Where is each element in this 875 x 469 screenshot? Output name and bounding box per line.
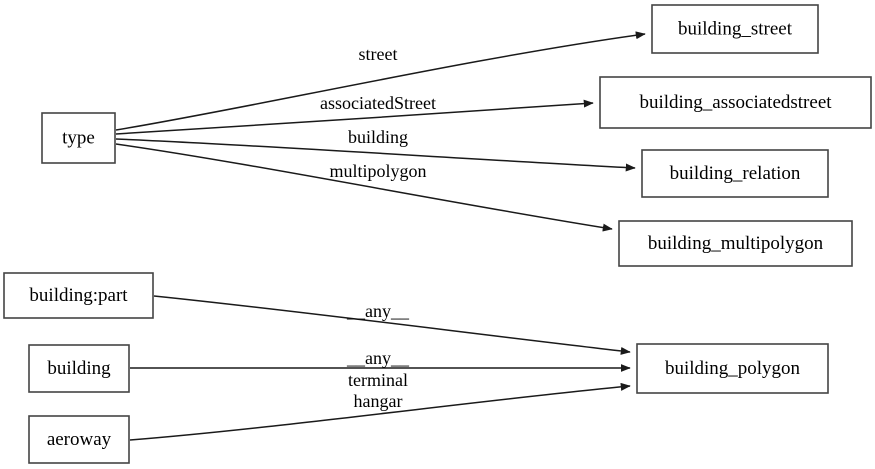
- node-type[interactable]: type: [41, 112, 116, 164]
- node-box-building_part[interactable]: [3, 272, 154, 319]
- edge-type-multipolygon: [115, 143, 613, 232]
- edge-buildingpart-any: [153, 295, 631, 355]
- node-label-building_part: building:part: [29, 285, 128, 306]
- edge-type-associatedStreet: [115, 99, 594, 135]
- nodes-layer: type building_street building_associatedst…: [3, 4, 872, 464]
- edge-label-type-building: building: [348, 127, 408, 147]
- node-label-building_polygon: building_polygon: [665, 358, 801, 379]
- node-building_associatedstreet[interactable]: building_associatedstreet: [599, 76, 872, 129]
- node-box-building_associatedstreet[interactable]: [599, 76, 872, 129]
- node-label-type: type: [62, 127, 95, 148]
- edge-label-aeroway-terminal-hangar-0: terminal: [348, 370, 408, 390]
- edge-label-buildingpart-any: __any__: [346, 301, 410, 321]
- node-building[interactable]: building: [28, 344, 130, 393]
- node-label-building_associatedstreet: building_associatedstreet: [639, 92, 832, 113]
- node-label-building_relation: building_relation: [670, 163, 801, 184]
- edge-label-aeroway-terminal-hangar-1: hangar: [354, 391, 403, 411]
- node-aeroway[interactable]: aeroway: [28, 415, 130, 464]
- node-box-type[interactable]: [41, 112, 116, 164]
- edge-label-type-associatedStreet: associatedStreet: [320, 93, 436, 113]
- edge-aeroway-terminal-hangar: [129, 382, 631, 441]
- edges-layer: [115, 31, 646, 441]
- edge-type-street: [115, 31, 646, 131]
- node-building_polygon[interactable]: building_polygon: [636, 343, 829, 394]
- edge-label-type-multipolygon: multipolygon: [329, 161, 426, 181]
- node-building_relation[interactable]: building_relation: [641, 149, 829, 198]
- node-label-building_multipolygon: building_multipolygon: [648, 233, 824, 254]
- node-box-building_street[interactable]: [651, 4, 819, 54]
- node-label-building: building: [47, 358, 111, 379]
- node-box-building_polygon[interactable]: [636, 343, 829, 394]
- node-label-aeroway: aeroway: [47, 429, 112, 450]
- edge-label-type-street: street: [359, 44, 398, 64]
- edge-labels-layer: street associatedStreet building multipolyg…: [320, 44, 436, 411]
- node-box-aeroway[interactable]: [28, 415, 130, 464]
- node-box-building_multipolygon[interactable]: [618, 220, 853, 267]
- node-box-building_relation[interactable]: [641, 149, 829, 198]
- node-building_part[interactable]: building:part: [3, 272, 154, 319]
- node-label-building_street: building_street: [678, 18, 793, 39]
- node-building_multipolygon[interactable]: building_multipolygon: [618, 220, 853, 267]
- edge-type-building: [115, 138, 636, 172]
- node-box-building[interactable]: [28, 344, 130, 393]
- edge-label-building-any: __any__: [346, 348, 410, 368]
- node-building_street[interactable]: building_street: [651, 4, 819, 54]
